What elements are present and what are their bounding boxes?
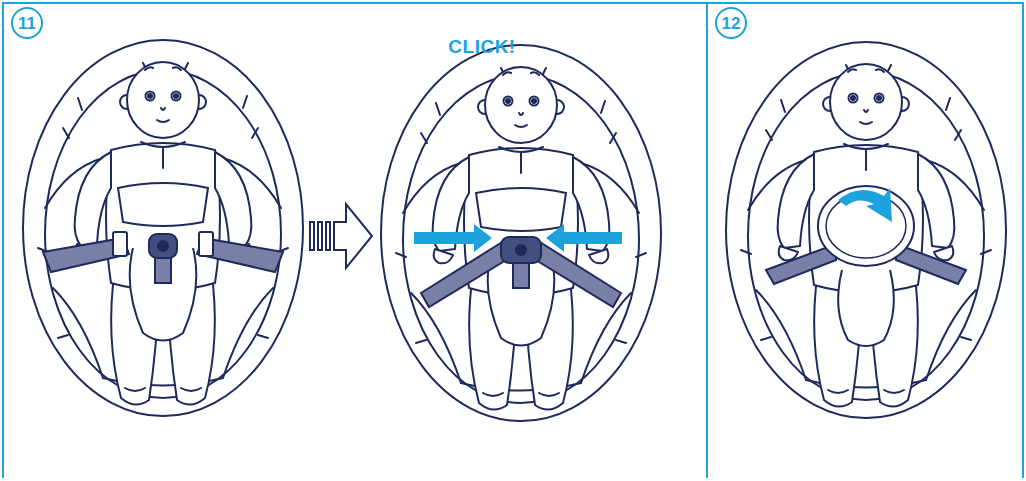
action-text: CLICK! [448,37,515,56]
step-number: 11 [18,15,36,32]
step-number: 12 [722,15,741,32]
